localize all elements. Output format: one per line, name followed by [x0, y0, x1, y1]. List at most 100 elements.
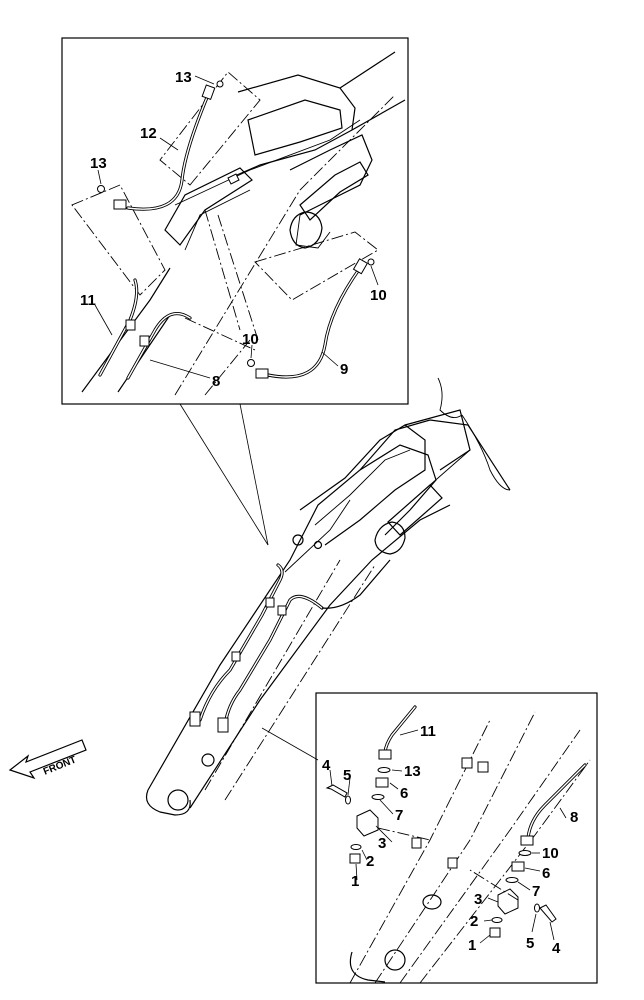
top-detail-frame: [61, 37, 409, 405]
bottom-tube-8: [526, 763, 587, 840]
callout-6-left: 6: [400, 785, 408, 802]
callout-box-left: [71, 184, 166, 296]
boom-tip: [145, 789, 191, 816]
cylinder-rod: [429, 449, 471, 486]
callout-box-right: [254, 231, 379, 301]
boom-rib: [174, 119, 361, 206]
boom-right-arm: [339, 51, 396, 89]
bottom-detail-view: 11 4 5 13 6 7 3 2 1 8 10 6 7 3 2 5 4 1: [315, 692, 598, 984]
callout-10-bottom: 10: [542, 845, 559, 862]
boom-arm-stay: [404, 409, 471, 471]
break-line-top: [437, 377, 463, 419]
boom-arm-dash-2: [204, 339, 251, 396]
bottom-clamp-d: [447, 857, 458, 869]
callout-13-bottom: 13: [404, 763, 421, 780]
o-ring-7-right: [505, 877, 519, 883]
boom-centerline-dash: [204, 559, 341, 791]
callout-7-left: 7: [395, 807, 403, 824]
bottom-clamp-a: [461, 757, 473, 769]
bottom-boom-tip: [349, 951, 386, 983]
o-ring-7-left: [371, 794, 385, 800]
hose-9-upper-fitting: [352, 258, 369, 275]
boom-side-b: [295, 214, 331, 249]
boom-foot-inner: [314, 449, 411, 526]
bottom-tube-8-nut: [520, 835, 534, 846]
block-3-right: [497, 888, 519, 915]
bottom-box-leader: [261, 727, 319, 761]
callout-11-bottom: 11: [420, 723, 436, 740]
callout-8-bottom: 8: [570, 809, 578, 826]
bottom-boom-edge-2: [374, 711, 536, 984]
front-label: FRONT: [42, 755, 78, 778]
bottom-boom-edge-3: [399, 729, 581, 984]
bottom-tube-11: [383, 705, 417, 754]
bolt-4-left: [325, 784, 348, 798]
callout-6-right: 6: [542, 865, 550, 882]
boom-side-a: [289, 134, 373, 216]
hose-12-lower-fitting: [113, 199, 127, 210]
bottom-boom-edge-1: [349, 719, 491, 984]
bottom-clamp-c: [411, 837, 422, 849]
main-fitting-b: [217, 717, 229, 733]
callout-11-top: 11: [80, 292, 96, 309]
bottom-boom-hole: [422, 894, 442, 910]
callout-2-left: 2: [366, 853, 374, 870]
top-box-leader-left: [179, 403, 269, 546]
plug-1-left: [349, 853, 361, 864]
boom-plate: [247, 99, 343, 156]
callout-4-right: 4: [552, 940, 561, 957]
foot-pin-small: [292, 534, 304, 546]
o-ring-13-upper: [216, 80, 224, 88]
callout-7-right: 7: [532, 883, 540, 900]
o-ring-2-left: [350, 844, 362, 850]
leader-dash-a: [204, 209, 241, 331]
boom-arm-outer: [81, 267, 171, 393]
main-clamp-a: [231, 651, 241, 662]
cylinder-main: [387, 484, 443, 536]
o-ring-13-bottom: [377, 767, 391, 773]
callout-12: 12: [140, 125, 157, 142]
fitting-mid: [227, 173, 240, 185]
callout-3-right: 3: [474, 891, 482, 908]
callout-5-right: 5: [526, 935, 534, 952]
leader-dash-c: [184, 317, 256, 351]
callout-13-left: 13: [90, 155, 107, 172]
bottom-detail-frame: [315, 692, 598, 984]
main-hose-top: [284, 499, 351, 573]
block-3-left: [356, 809, 379, 837]
boom-arm-inner: [117, 314, 171, 393]
callout-13-top: 13: [175, 69, 192, 86]
callout-1-right: 1: [468, 937, 476, 954]
top-box-leader-right: [239, 403, 269, 546]
callout-box-top: [159, 71, 261, 186]
bottom-boom-edge-4: [419, 759, 591, 984]
inner-left-plate: [164, 167, 253, 246]
main-fitting-a: [189, 711, 201, 727]
callout-4-left: 4: [322, 757, 331, 774]
o-ring-2-right: [491, 917, 503, 923]
bottom-clamp-b: [477, 761, 489, 773]
boom-arm-dash: [174, 94, 396, 396]
callout-10-mid: 10: [242, 331, 259, 348]
boom-right-arm-2: [351, 99, 406, 131]
washer-5-right: [534, 903, 540, 913]
hose-12-upper-fitting: [201, 84, 216, 100]
pin-boss-main: [374, 521, 406, 555]
boom-foot-side: [359, 444, 437, 536]
boom-body-bottom: [189, 504, 451, 809]
inner-left-ridge: [184, 189, 251, 251]
o-ring-13-left: [97, 185, 105, 193]
bottom-tip-pin: [384, 949, 406, 971]
callout-8-top: 8: [212, 373, 220, 390]
callout-9: 9: [340, 361, 348, 378]
clamp-11: [125, 319, 136, 331]
bolt-4-right: [539, 904, 557, 923]
main-clamp-c: [277, 605, 287, 616]
boom-mid-hole: [201, 753, 215, 767]
callout-2-right: 2: [470, 913, 478, 930]
boom-foot-plate: [299, 424, 426, 546]
hose-9-lower-fitting: [255, 368, 269, 379]
pin-boss: [289, 211, 323, 249]
main-clamp-b: [265, 597, 275, 608]
callout-10-right: 10: [370, 287, 387, 304]
